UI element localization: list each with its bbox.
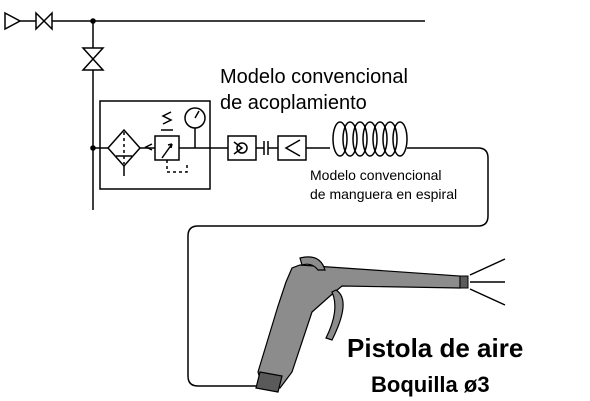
check-valve-symbol: [4, 11, 22, 31]
gun-body: [257, 264, 461, 389]
gun-title: Pistola de aire: [347, 333, 523, 363]
gun-grip-end: [255, 371, 283, 393]
frl-unit: [93, 100, 211, 190]
supply-line: [4, 11, 425, 31]
air-gun-illustration: [255, 256, 506, 393]
filter-symbol: [106, 128, 142, 168]
branch-valve-symbol: [81, 47, 105, 71]
regulator-spring: [161, 111, 173, 131]
coupling-symbol: [210, 135, 330, 161]
hose-path: [187, 147, 489, 387]
coupling-label-line2: de acoplamiento: [220, 92, 367, 114]
air-blast-line: [469, 288, 506, 306]
nozzle-label: Boquilla ø3: [371, 372, 490, 397]
gate-valve-symbol: [35, 11, 53, 31]
nozzle-tip: [459, 275, 469, 289]
coupling-label-line1: Modelo convencional: [220, 66, 408, 88]
coiled-hose-symbol: [332, 121, 408, 157]
hose-label-line1: Modelo convencional: [310, 167, 442, 183]
frl-enclosure: [99, 100, 211, 190]
regulator-symbol: [154, 135, 180, 161]
branch-line: [81, 21, 105, 210]
gun-trigger: [325, 289, 344, 341]
pressure-gauge-symbol: [184, 107, 206, 129]
air-blast-line: [469, 258, 506, 276]
gun-hook: [299, 256, 326, 271]
hose-label-line2: de manguera en espiral: [310, 186, 457, 202]
